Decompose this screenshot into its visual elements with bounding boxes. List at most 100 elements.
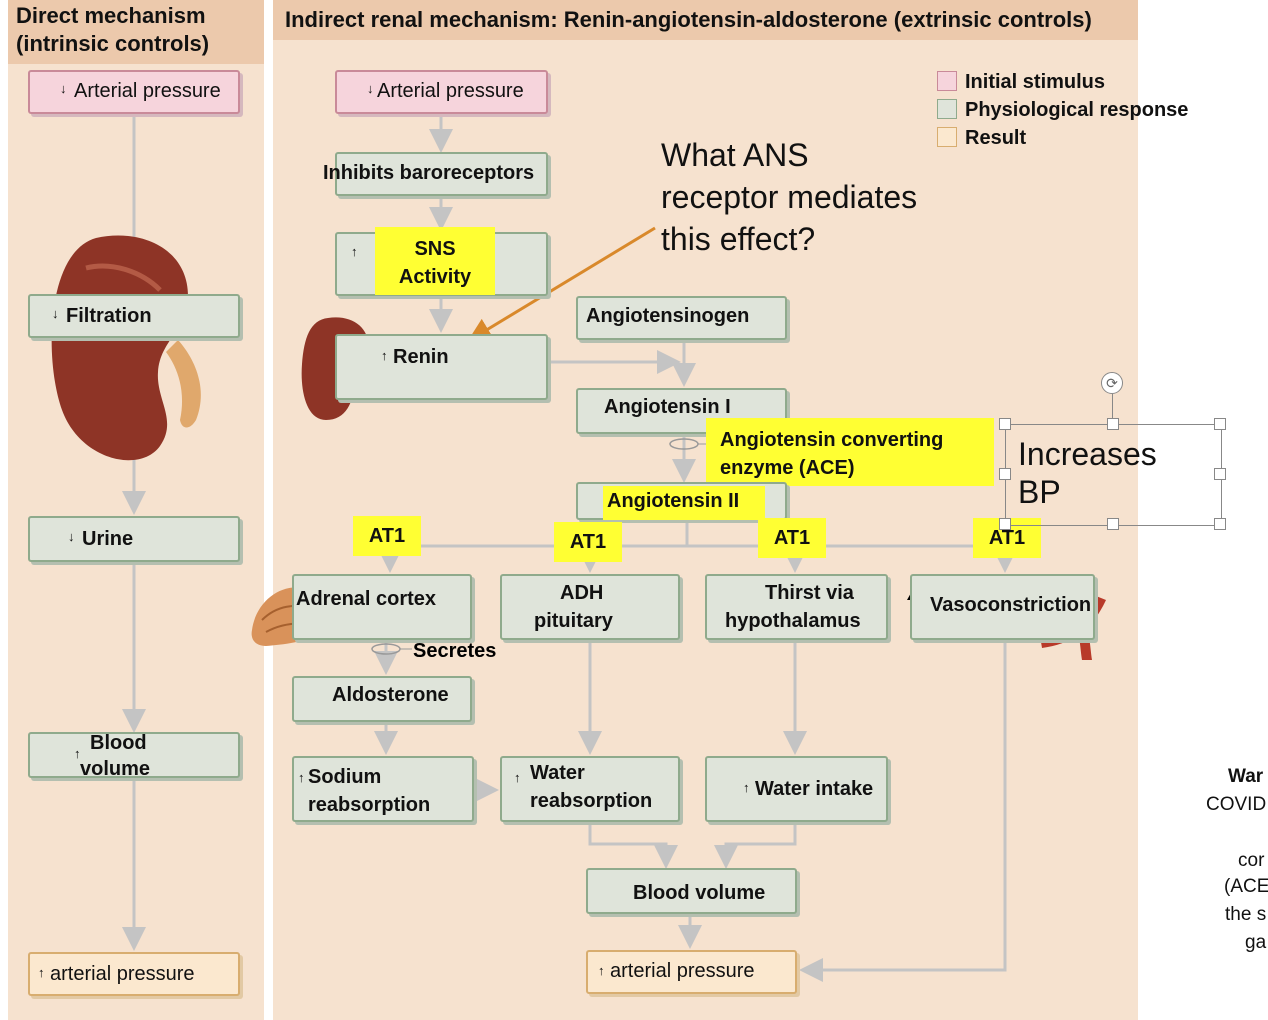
- resize-handle[interactable]: [1107, 418, 1119, 430]
- side-note-line: cor: [1238, 850, 1265, 871]
- at1-label-thirst: AT1: [758, 518, 826, 558]
- angiotensinogen-box: Angiotensinogen: [576, 296, 787, 340]
- resize-handle[interactable]: [1214, 418, 1226, 430]
- legend-swatch: [937, 127, 957, 147]
- resize-handle[interactable]: [999, 418, 1011, 430]
- angiotensinogen-label: Angiotensinogen: [586, 305, 750, 327]
- angiotensin-i-box: Angiotensin I: [576, 388, 787, 434]
- blood-volume-box: Blood volume: [586, 868, 797, 914]
- resize-handle[interactable]: [1107, 518, 1119, 530]
- adh-line2: pituitary: [534, 610, 613, 632]
- aldosterone-box: Aldosterone: [292, 676, 472, 722]
- direct-result-label: arterial pressure: [50, 963, 195, 985]
- urine-label: Urine: [82, 528, 134, 550]
- down-arrow-icon: ↓: [52, 306, 59, 321]
- indirect-result-label: arterial pressure: [610, 960, 755, 982]
- side-note-line: ga: [1245, 932, 1267, 953]
- side-note-line: the s: [1225, 904, 1267, 925]
- at1-label-adh: AT1: [554, 522, 622, 562]
- sodium-line2: reabsorption: [308, 794, 431, 816]
- thirst-line2: hypothalamus: [725, 610, 861, 632]
- urine-box: ↓ Urine: [28, 516, 240, 562]
- indirect-header: Indirect renal mechanism: Renin-angioten…: [273, 0, 1138, 40]
- legend-swatch: [937, 71, 957, 91]
- direct-arterial-pressure-box: ↓ Arterial pressure: [28, 70, 240, 114]
- down-arrow-icon: ↓: [60, 81, 67, 96]
- sodium-line1: Sodium: [308, 766, 382, 788]
- angiotensin-ii-highlight: Angiotensin II: [603, 486, 765, 520]
- question-line2: receptor mediates: [661, 179, 918, 215]
- up-arrow-icon: ↑: [514, 770, 521, 785]
- water-reabsorption-line2: reabsorption: [530, 790, 653, 812]
- baroreceptors-label: Inhibits baroreceptors: [323, 162, 535, 184]
- vasoconstriction-box: Vasoconstriction: [910, 574, 1095, 640]
- up-arrow-icon: ↑: [38, 965, 45, 980]
- question-line3: this effect?: [661, 221, 816, 257]
- angiotensin-ii-label: Angiotensin II: [607, 490, 740, 512]
- resize-handle[interactable]: [1214, 518, 1226, 530]
- up-arrow-icon: ↑: [743, 780, 750, 795]
- blood-volume-line2: volume: [80, 758, 151, 780]
- rotate-handle-icon[interactable]: ⟳: [1101, 372, 1123, 394]
- aldosterone-label: Aldosterone: [332, 684, 449, 706]
- renin-box: ↑ Renin: [335, 334, 548, 400]
- direct-blood-volume-box: ↑ Blood volume: [28, 732, 240, 780]
- direct-result-box: ↑ arterial pressure: [28, 952, 240, 996]
- adrenal-cortex-box: Adrenal cortex: [292, 574, 472, 640]
- up-arrow-icon: ↑: [598, 963, 605, 978]
- down-arrow-icon: ↓: [68, 529, 75, 544]
- secretes-label: Secretes: [413, 640, 497, 662]
- adh-box: ADH pituitary: [500, 574, 680, 640]
- side-note-line: COVID: [1206, 794, 1267, 815]
- resize-handle[interactable]: [999, 518, 1011, 530]
- increases-bp-line2: BP: [1018, 474, 1061, 510]
- filtration-box: ↓ Filtration: [28, 294, 240, 338]
- legend-label: Initial stimulus: [965, 71, 1106, 93]
- at1-label-adrenal: AT1: [353, 516, 421, 556]
- thirst-line1: Thirst via: [765, 582, 854, 604]
- sns-line2: Activity: [398, 266, 472, 288]
- at1-text: AT1: [773, 527, 811, 549]
- at1-text: AT1: [569, 531, 607, 553]
- direct-header-line1: Direct mechanism: [16, 3, 206, 28]
- side-note-line: (ACE: [1224, 876, 1268, 897]
- blood-volume-line1: Blood: [90, 732, 147, 754]
- question-line1: What ANS: [661, 137, 809, 173]
- water-reabsorption-line1: Water: [530, 762, 585, 784]
- up-arrow-icon: ↑: [351, 244, 358, 259]
- indirect-header-text: Indirect renal mechanism: Renin-angioten…: [285, 7, 1092, 32]
- sns-activity-highlight: SNS Activity: [375, 227, 495, 295]
- at1-text: AT1: [368, 525, 406, 547]
- down-arrow-icon: ↓: [367, 81, 374, 96]
- renin-label: Renin: [393, 346, 449, 368]
- direct-header-line2: (intrinsic controls): [16, 31, 210, 56]
- angiotensin-i-label: Angiotensin I: [604, 396, 731, 418]
- ace-highlight: Angiotensin converting enzyme (ACE): [706, 418, 994, 486]
- filtration-label: Filtration: [66, 305, 152, 327]
- resize-handle[interactable]: [999, 468, 1011, 480]
- adrenal-cortex-label: Adrenal cortex: [296, 588, 437, 610]
- legend-label: Physiological response: [965, 99, 1189, 121]
- ace-line2: enzyme (ACE): [720, 457, 855, 479]
- resize-handle[interactable]: [1214, 468, 1226, 480]
- rotate-handle-line: [1112, 394, 1113, 418]
- up-arrow-icon: ↑: [381, 348, 388, 363]
- indirect-arterial-pressure-label: Arterial pressure: [377, 80, 524, 102]
- direct-arterial-pressure-label: Arterial pressure: [74, 80, 221, 102]
- water-intake-box: ↑ Water intake: [705, 756, 888, 822]
- at1-text: AT1: [988, 527, 1026, 549]
- indirect-result-box: ↑ arterial pressure: [586, 950, 797, 994]
- water-reabsorption-box: ↑ Water reabsorption: [500, 756, 680, 822]
- water-intake-label: Water intake: [755, 778, 874, 800]
- kidney-large-icon: [51, 235, 201, 461]
- question-text: What ANS receptor mediates this effect?: [661, 134, 917, 260]
- thirst-box: Thirst via hypothalamus: [705, 574, 888, 640]
- up-arrow-icon: ↑: [298, 770, 305, 785]
- blood-volume-label: Blood volume: [633, 882, 766, 904]
- increases-bp-textbox[interactable]: Increases BP: [1005, 424, 1222, 526]
- up-arrow-icon: ↑: [74, 746, 81, 761]
- sodium-box: ↑ Sodium reabsorption: [292, 756, 474, 822]
- legend-swatch: [937, 99, 957, 119]
- adh-line1: ADH: [560, 582, 604, 604]
- vasoconstriction-label: Vasoconstriction: [930, 594, 1092, 616]
